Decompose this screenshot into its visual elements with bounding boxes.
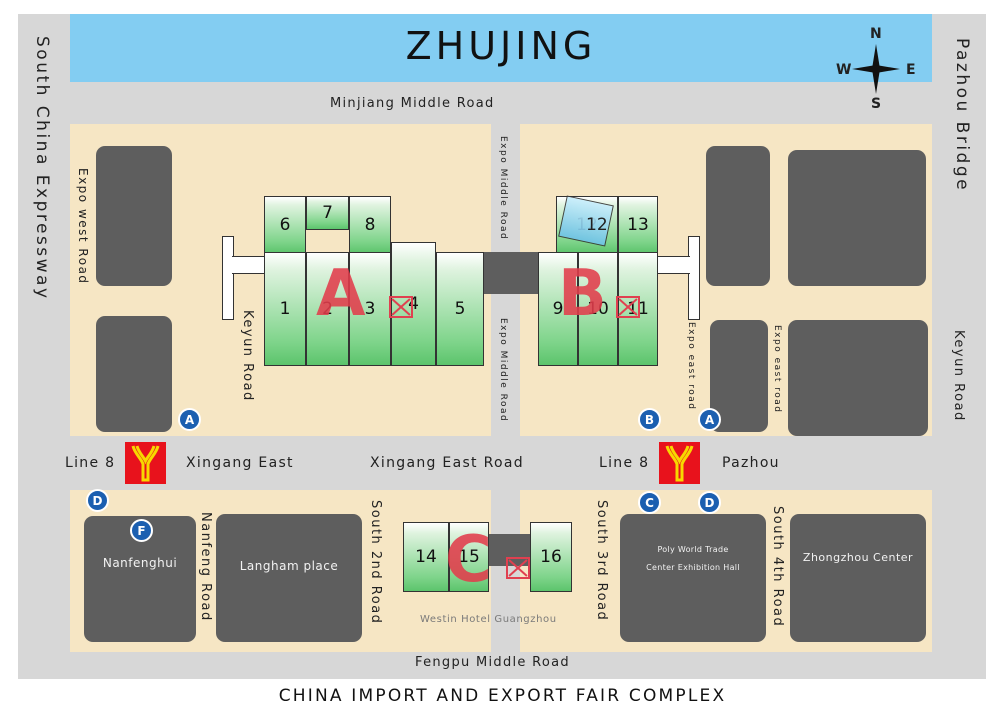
building-ne-4 (788, 320, 928, 436)
metro-right-line-label: Line 8 (599, 455, 650, 471)
poly-label-line1: Poly World Trade (657, 545, 729, 554)
area-a-label: A (316, 257, 366, 331)
compass-icon (852, 44, 900, 94)
area-b-label: B (558, 257, 607, 331)
keyun-road-left-label: Keyun Road (240, 310, 255, 402)
south-4th-road-label: South 4th Road (770, 506, 785, 628)
building-nw-top (96, 146, 172, 286)
zhongzhou-label: Zhongzhou Center (802, 551, 914, 564)
exit-marker-a-left[interactable]: A (178, 408, 201, 431)
keyun-road-right-label: Keyun Road (951, 330, 966, 422)
exit-marker-d-right[interactable]: D (698, 491, 721, 514)
compass-w: W (836, 62, 852, 78)
metro-left-line-label: Line 8 (65, 455, 116, 471)
exit-marker-d-left[interactable]: D (86, 489, 109, 512)
pazhou-bridge-label: Pazhou Bridge (952, 38, 972, 193)
connector-a-b (484, 252, 538, 294)
pier-right-stem (656, 256, 690, 274)
hall-15[interactable]: 15 (449, 522, 489, 592)
expo-middle-road-top-label: Expo Middle Road (498, 136, 508, 241)
pier-left-stem (232, 256, 266, 274)
expo-middle-road-bottom-label: Expo Middle Road (498, 318, 508, 423)
poly-label-line2: Center Exhibition Hall (646, 563, 740, 572)
area-c-label: C (445, 523, 492, 597)
compass-s: S (871, 96, 882, 112)
building-poly (620, 514, 766, 642)
hall-13[interactable]: 13 (618, 196, 658, 254)
zhujiang-river (70, 14, 932, 82)
nanfeng-road-label: Nanfeng Road (198, 512, 213, 622)
exit-marker-a-right[interactable]: A (698, 408, 721, 431)
exit-marker-c[interactable]: C (638, 491, 661, 514)
pier-right-bar (688, 236, 700, 320)
exit-marker-f[interactable]: F (130, 519, 153, 542)
hall-16[interactable]: 16 (530, 522, 572, 592)
expo-west-road-label: Expo west Road (76, 168, 90, 285)
building-ne-1 (706, 146, 770, 286)
building-langham (216, 514, 362, 642)
hall-8[interactable]: 8 (349, 196, 391, 254)
hall-5[interactable]: 5 (436, 252, 484, 366)
hall-7[interactable]: 7 (306, 196, 349, 230)
building-zhongzhou (790, 514, 926, 642)
metro-right-icon[interactable] (659, 442, 700, 484)
metro-right-station-label: Pazhou (722, 455, 780, 471)
exit-marker-b[interactable]: B (638, 408, 661, 431)
metro-left-station-label: Xingang East (186, 455, 294, 471)
hall-6[interactable]: 6 (264, 196, 306, 254)
area-c-cross-icon (506, 557, 530, 579)
river-label: ZHUJING (405, 24, 597, 68)
south-3rd-road-label: South 3rd Road (594, 500, 609, 622)
hall-3[interactable]: 3 (349, 252, 391, 366)
hall-9[interactable]: 9 (538, 252, 578, 366)
xingang-east-road-label: Xingang East Road (370, 455, 524, 471)
nanfenghui-label: Nanfenghui (102, 556, 178, 570)
area-a-cross-icon (389, 296, 413, 318)
map-caption: CHINA IMPORT AND EXPORT FAIR COMPLEX (278, 686, 727, 706)
building-ne-2 (788, 150, 926, 286)
hall-1[interactable]: 1 (264, 252, 306, 366)
expo-east-road-label-1: Expo east road (686, 322, 696, 411)
westin-label: Westin Hotel Guangzhou (420, 614, 557, 625)
metro-left-icon[interactable] (125, 442, 166, 484)
minjiang-road-label: Minjiang Middle Road (330, 96, 495, 111)
fengpu-road-label: Fengpu Middle Road (415, 655, 570, 670)
expo-east-road-label-2: Expo east road (772, 325, 782, 414)
south-2nd-road-label: South 2nd Road (368, 500, 383, 625)
compass-n: N (870, 26, 882, 42)
hall-12-number: 12 (586, 215, 608, 235)
building-nw-bottom (96, 316, 172, 432)
compass-e: E (906, 62, 916, 78)
langham-label: Langham place (239, 559, 339, 573)
hall-2[interactable]: 2 (306, 252, 349, 366)
hall-14[interactable]: 14 (403, 522, 449, 592)
area-b-cross-icon (616, 296, 640, 318)
south-china-expressway-label: South China Expressway (32, 36, 52, 301)
pier-left-bar (222, 236, 234, 320)
